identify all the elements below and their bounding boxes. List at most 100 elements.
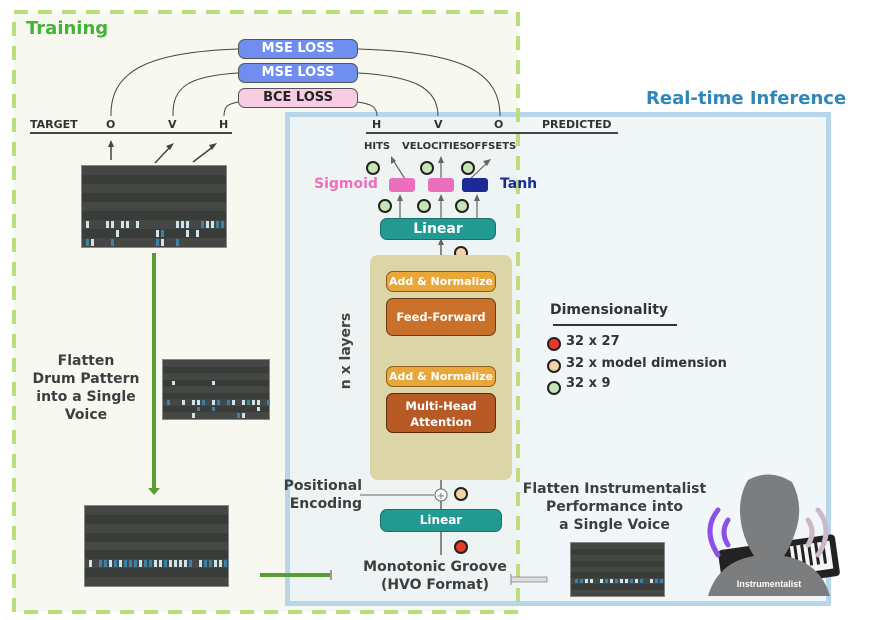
pianoroll-row xyxy=(163,366,269,374)
pianoroll-note xyxy=(224,560,227,568)
loss-curve-o-pred xyxy=(357,48,501,117)
pianoroll-note xyxy=(216,221,219,228)
predicted-v: V xyxy=(434,118,443,131)
pianoroll-row xyxy=(85,541,228,551)
output-circle-offsets xyxy=(461,161,475,175)
pianoroll-note xyxy=(257,400,260,405)
pianoroll-row xyxy=(82,166,226,175)
pianoroll-note xyxy=(86,239,89,246)
pianoroll-note xyxy=(585,579,588,584)
sigmoid-block-velocities xyxy=(428,178,454,192)
pianoroll-note xyxy=(111,221,114,228)
n-layers-label: n x layers xyxy=(338,312,354,390)
flattened-drum-pianoroll xyxy=(84,505,229,587)
positional-line2: Encoding xyxy=(289,496,362,512)
legend-green-circle xyxy=(547,381,561,395)
pianoroll-note xyxy=(615,579,618,584)
pianoroll-row xyxy=(571,554,664,561)
pianoroll-note xyxy=(252,400,255,405)
pianoroll-note xyxy=(149,560,152,568)
sigmoid-block-hits xyxy=(389,178,415,192)
pianoroll-note xyxy=(161,239,164,246)
pianoroll-note xyxy=(181,221,184,228)
flatten-drum-line3: into a Single xyxy=(36,389,136,405)
pianoroll-note xyxy=(179,560,182,568)
pianoroll-note xyxy=(214,560,217,568)
pianoroll-note xyxy=(221,221,224,228)
pianoroll-note xyxy=(192,413,195,418)
loss-curve-v-pred xyxy=(357,72,439,117)
pianoroll-note xyxy=(159,560,162,568)
pianoroll-note xyxy=(227,400,230,405)
pianoroll-row xyxy=(163,379,269,387)
pianoroll-note xyxy=(620,579,623,584)
linear-output-circle-3 xyxy=(455,199,469,213)
pianoroll-row xyxy=(85,523,228,533)
pianoroll-row xyxy=(85,514,228,524)
pianoroll-note xyxy=(111,239,114,246)
linear-input-layer: Linear xyxy=(380,509,502,532)
pianoroll-note xyxy=(156,230,159,237)
pianoroll-note xyxy=(134,560,137,568)
loss-curve-v-target xyxy=(172,72,239,117)
pianoroll-note xyxy=(172,380,175,386)
pianoroll-note xyxy=(186,230,189,237)
training-title: Training xyxy=(26,18,109,39)
flatten-inst-line3: a Single Voice xyxy=(559,517,670,533)
pianoroll-row xyxy=(163,412,269,419)
pianoroll-note xyxy=(640,579,643,584)
multi-head-attention-block: Multi-Head Attention xyxy=(386,393,496,433)
pianoroll-note xyxy=(119,560,122,568)
legend-item-3: 32 x 9 xyxy=(566,376,611,391)
pianoroll-note xyxy=(106,221,109,228)
predicted-row: H V O PREDICTED xyxy=(366,118,618,134)
inference-title: Real-time Inference xyxy=(646,88,847,109)
pianoroll-note xyxy=(590,579,593,584)
flatten-instrumentalist-label: Flatten Instrumentalist Performance into… xyxy=(512,480,717,534)
pianoroll-note xyxy=(174,560,177,568)
pianoroll-note xyxy=(605,579,608,584)
pianoroll-note xyxy=(129,560,132,568)
input-line1: Monotonic Groove xyxy=(363,559,507,575)
pianoroll-row xyxy=(82,220,226,229)
velocities-label: VELOCITIES xyxy=(402,141,467,152)
input-circle xyxy=(454,540,468,554)
pianoroll-note xyxy=(136,221,139,228)
target-v: V xyxy=(168,118,177,131)
positional-line1: Positional xyxy=(283,478,362,494)
legend-item-2: 32 x model dimension xyxy=(566,356,727,371)
pianoroll-note xyxy=(206,221,209,228)
flattening-pianoroll xyxy=(162,359,270,420)
pianoroll-note xyxy=(167,400,170,405)
pianoroll-row xyxy=(82,175,226,184)
pianoroll-note xyxy=(91,239,94,246)
pianoroll-note xyxy=(257,406,260,412)
pianoroll-note xyxy=(212,406,215,412)
pianoroll-note xyxy=(86,221,89,228)
person-silhouette-icon xyxy=(708,474,830,596)
pianoroll-note xyxy=(154,560,157,568)
sound-wave-right-icon xyxy=(805,507,829,558)
pianoroll-note xyxy=(116,230,119,237)
pianoroll-row xyxy=(163,399,269,406)
linear-output-circle-2 xyxy=(417,199,431,213)
pianoroll-note xyxy=(209,560,212,568)
pianoroll-note xyxy=(600,579,603,584)
pianoroll-note xyxy=(204,560,207,568)
pianoroll-row xyxy=(163,360,269,367)
pianoroll-note xyxy=(164,560,167,568)
pianoroll-note xyxy=(242,413,245,418)
hits-label: HITS xyxy=(364,141,391,152)
legend-tan-circle xyxy=(547,359,561,373)
pianoroll-row xyxy=(85,550,228,560)
predicted-h: H xyxy=(372,118,382,131)
pianoroll-note xyxy=(124,560,127,568)
pianoroll-note xyxy=(161,230,164,237)
pianoroll-note xyxy=(196,230,199,237)
input-line2: (HVO Format) xyxy=(380,577,490,593)
flatten-drum-line2: Drum Pattern xyxy=(32,371,140,387)
sound-wave-left-icon xyxy=(707,507,731,558)
pianoroll-row xyxy=(82,229,226,238)
pianoroll-note xyxy=(121,221,124,228)
pianoroll-note xyxy=(109,560,112,568)
